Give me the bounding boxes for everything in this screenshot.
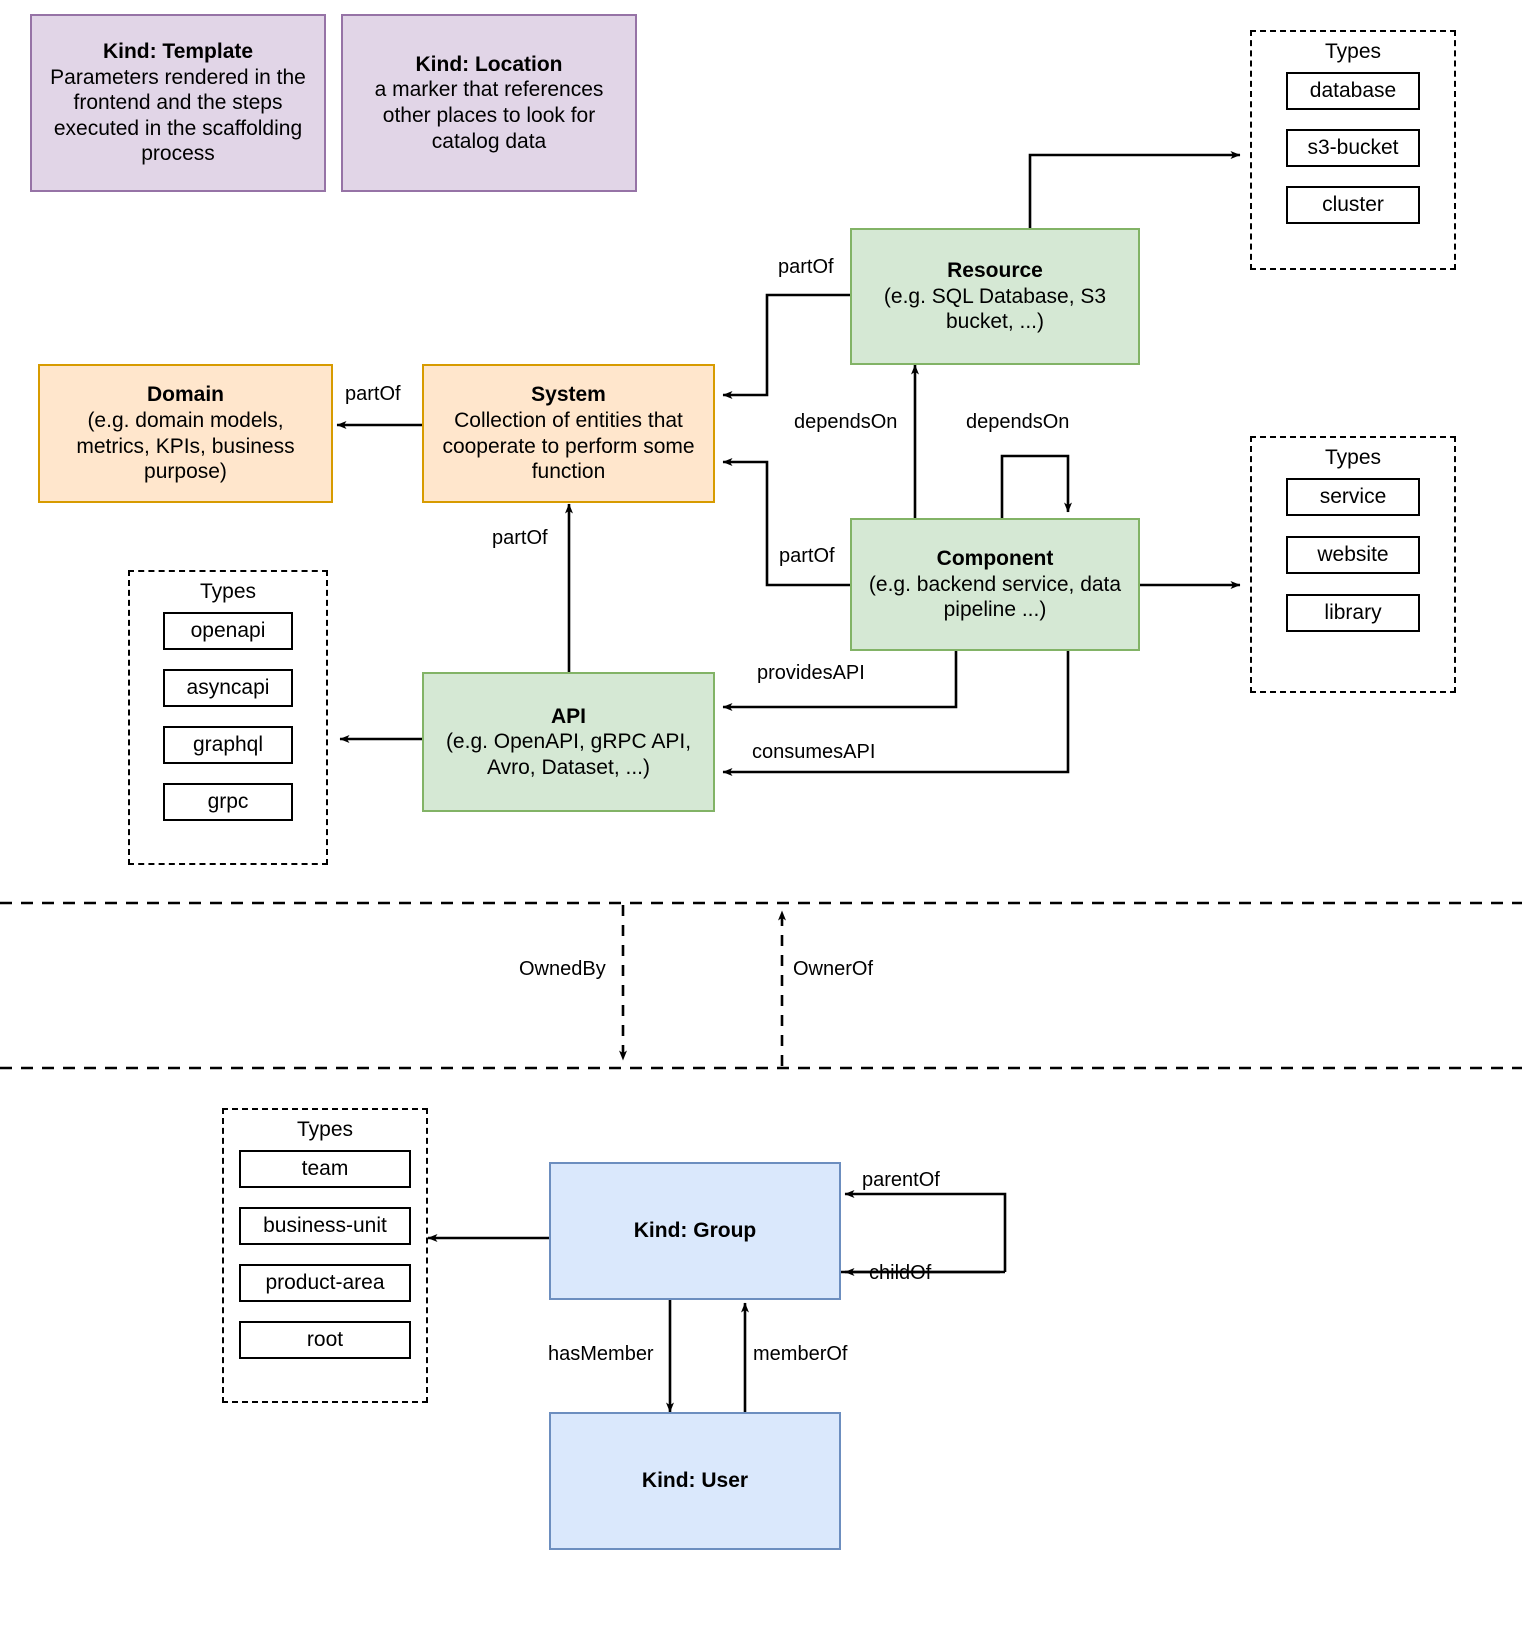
types-label: Types: [1324, 40, 1382, 63]
node-kind-location[interactable]: Kind: Location a marker that references …: [341, 14, 637, 192]
edge-label-childof: childOf: [869, 1262, 932, 1284]
type-chip[interactable]: graphql: [163, 726, 293, 764]
node-title: Component: [936, 547, 1054, 571]
node-title: Kind: User: [641, 1469, 749, 1493]
types-label: Types: [1324, 446, 1382, 469]
types-resource: Types database s3-bucket cluster: [1250, 30, 1456, 270]
type-chip[interactable]: root: [239, 1321, 411, 1359]
node-description: Parameters rendered in the frontend and …: [50, 65, 306, 166]
node-title: Resource: [947, 259, 1043, 283]
edge-label-api-partof: partOf: [492, 527, 548, 549]
node-kind-group[interactable]: Kind: Group: [549, 1162, 841, 1300]
edge-label-provides-api: providesAPI: [757, 662, 865, 684]
type-chip[interactable]: grpc: [163, 783, 293, 821]
type-chip[interactable]: team: [239, 1150, 411, 1188]
type-chip[interactable]: s3-bucket: [1286, 129, 1420, 167]
type-chip[interactable]: database: [1286, 72, 1420, 110]
node-system[interactable]: System Collection of entities that coope…: [422, 364, 715, 503]
type-chip[interactable]: product-area: [239, 1264, 411, 1302]
edge-label-ownerof: OwnerOf: [793, 958, 874, 980]
type-chip[interactable]: asyncapi: [163, 669, 293, 707]
edge-label-memberof: memberOf: [753, 1343, 848, 1365]
types-api: Types openapi asyncapi graphql grpc: [128, 570, 328, 865]
node-description: (e.g. backend service, data pipeline ...…: [868, 572, 1122, 622]
type-chip[interactable]: openapi: [163, 612, 293, 650]
node-title: API: [550, 704, 586, 728]
node-description: Collection of entities that cooperate to…: [442, 408, 695, 484]
type-chip[interactable]: business-unit: [239, 1207, 411, 1245]
edge-label-system-partof: partOf: [345, 383, 401, 405]
edge-label-component-dependson-self: dependsOn: [966, 411, 1070, 433]
edge-label-ownedby: OwnedBy: [519, 958, 606, 980]
types-label: Types: [296, 1118, 354, 1141]
types-label: Types: [199, 580, 257, 603]
node-description: a marker that references other places to…: [374, 78, 604, 153]
node-title: Kind: Location: [415, 52, 563, 76]
types-component: Types service website library: [1250, 436, 1456, 693]
edge-label-hasmember: hasMember: [548, 1343, 654, 1365]
node-kind-user[interactable]: Kind: User: [549, 1412, 841, 1550]
type-chip[interactable]: service: [1286, 478, 1420, 516]
node-title: Kind: Template: [102, 39, 254, 63]
edge-label-parentof: parentOf: [862, 1169, 940, 1191]
node-title: Kind: Group: [633, 1219, 757, 1243]
edge-label-component-partof: partOf: [779, 545, 835, 567]
types-group: Types team business-unit product-area ro…: [222, 1108, 428, 1403]
node-kind-template[interactable]: Kind: Template Parameters rendered in th…: [30, 14, 326, 192]
type-chip[interactable]: library: [1286, 594, 1420, 632]
node-component[interactable]: Component (e.g. backend service, data pi…: [850, 518, 1140, 651]
node-title: Domain: [146, 383, 224, 407]
type-chip[interactable]: website: [1286, 536, 1420, 574]
type-chip[interactable]: cluster: [1286, 186, 1420, 224]
node-description: (e.g. SQL Database, S3 bucket, ...): [883, 284, 1107, 334]
node-title: System: [531, 383, 606, 407]
edge-label-consumes-api: consumesAPI: [752, 741, 876, 763]
node-description: (e.g. domain models, metrics, KPIs, busi…: [76, 408, 295, 484]
node-description: (e.g. OpenAPI, gRPC API, Avro, Dataset, …: [445, 730, 692, 779]
node-domain[interactable]: Domain (e.g. domain models, metrics, KPI…: [38, 364, 333, 503]
node-api[interactable]: API (e.g. OpenAPI, gRPC API, Avro, Datas…: [422, 672, 715, 812]
edge-label-component-dependson-resource: dependsOn: [794, 411, 898, 433]
node-resource[interactable]: Resource (e.g. SQL Database, S3 bucket, …: [850, 228, 1140, 365]
edge-label-resource-partof: partOf: [778, 256, 834, 278]
